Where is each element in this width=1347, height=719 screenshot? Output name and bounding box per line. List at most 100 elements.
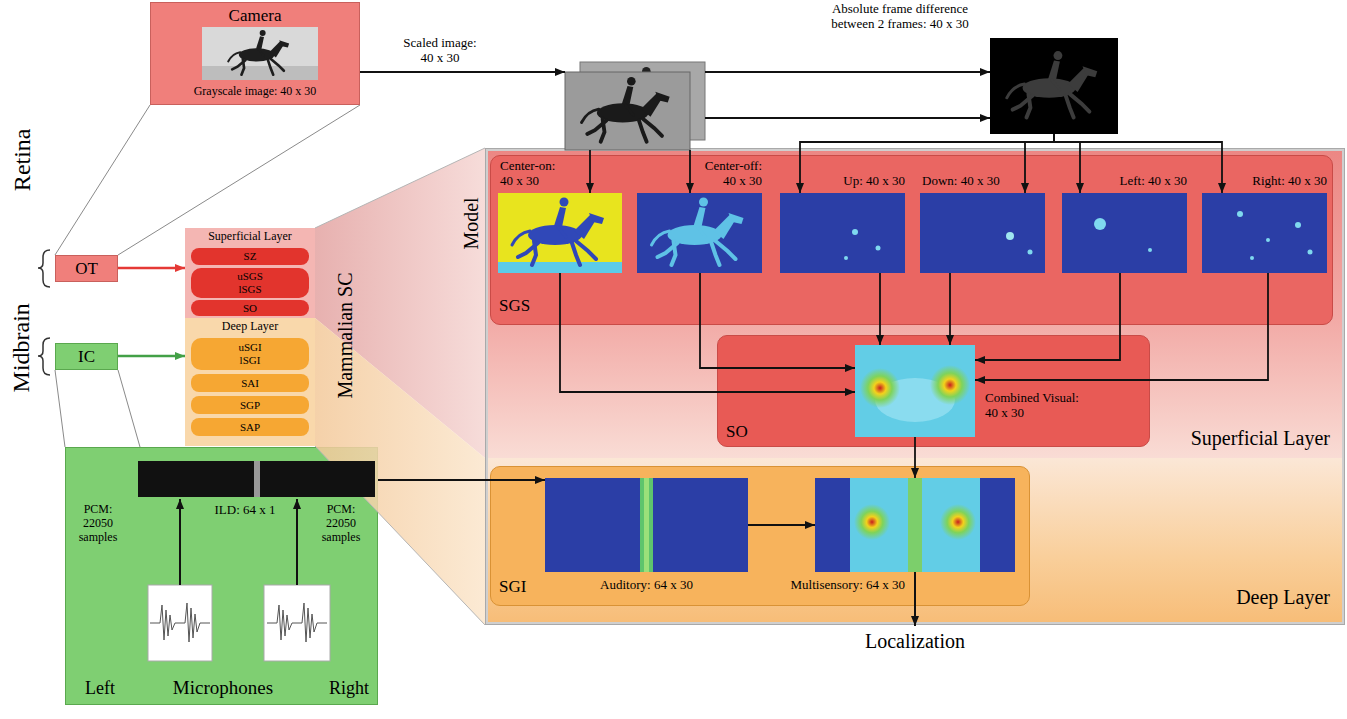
signal-arrow [179, 499, 181, 585]
waveform [267, 603, 327, 642]
text-holder: Combined Visual: 40 x 30 [985, 391, 1089, 421]
text-holder: Mammalian SC [265, 323, 425, 347]
combined-map [855, 345, 975, 437]
region-box: IC [55, 343, 118, 370]
leader-line [118, 370, 140, 447]
text-holder: SGS [499, 296, 559, 316]
zoom-deep [315, 318, 485, 625]
structure-label: Mammalian SC [333, 272, 356, 398]
dark-frame [990, 38, 1118, 134]
activity-dot [844, 256, 848, 260]
feature-map: Auditory: 64 x 30 [545, 478, 748, 572]
lamina-pill: uSGI lSGI [191, 338, 309, 370]
map-field [850, 478, 980, 572]
text-holder: ILD: 64 x 1 [203, 503, 287, 518]
activity-dot [1148, 248, 1152, 252]
ild-peak [254, 461, 260, 497]
box-title: IC [78, 347, 95, 367]
lamina-title: SGS [499, 296, 530, 316]
feature-map: Combined Visual: 40 x 30 [855, 345, 975, 437]
text-holder: SGP [191, 399, 309, 412]
brace [38, 338, 50, 375]
lamina-title: SGI [499, 577, 526, 597]
panel-title: Superficial Layer [208, 230, 292, 244]
signal-arrow [560, 273, 855, 392]
text-holder: Superficial Layer [1158, 427, 1330, 450]
text-holder: SAI [191, 377, 309, 390]
sensor-box: ILD: 64 x 1PCM: 22050 samplesPCM: 22050 … [65, 447, 378, 705]
map-ground [637, 193, 762, 273]
zoom-superficial [315, 148, 485, 458]
signal-label: PCM: 22050 samples [71, 503, 125, 544]
photo-floor [202, 66, 318, 80]
feature-map: Up: 40 x 30 [780, 193, 905, 273]
layer-region: Superficial Layer SGS Center-on: 40 x 30 Ce… [488, 151, 1342, 458]
text-holder: Retina [0, 146, 72, 174]
text-holder: uSGS lSGS [230, 270, 270, 295]
motion-maps [780, 193, 1327, 273]
brace [38, 250, 50, 287]
scaled-frames [565, 62, 705, 150]
leader-line [118, 105, 360, 255]
map-band [644, 478, 649, 572]
output-arrow [914, 572, 916, 626]
feature-map: Center-off: 40 x 30 [637, 193, 762, 273]
map-label: Center-off: 40 x 30 [696, 159, 762, 189]
activity-dot [1006, 232, 1014, 240]
text-holder: Center-on: 40 x 30 [500, 159, 566, 189]
signal-arrow [378, 479, 545, 481]
text-holder: Scaled image: 40 x 30 [399, 36, 481, 66]
heat-blob [940, 504, 976, 540]
text-holder: Midbrain [0, 334, 87, 362]
lamina-name: SO [243, 302, 257, 315]
lamina-name: uSGS lSGS [230, 270, 270, 295]
signal-arrow [800, 134, 1054, 193]
text-holder: Right [323, 678, 375, 699]
map-ground [855, 345, 975, 437]
signal-arrow [296, 499, 298, 585]
brain-region-label: Midbrain [8, 303, 36, 392]
activity-dot [1308, 250, 1313, 255]
lamina-title: SO [726, 422, 748, 442]
text-holder: Down: 40 x 30 [922, 174, 1122, 189]
lamina-name: uSGI lSGI [230, 341, 270, 366]
channel-label: Right [329, 678, 369, 699]
lamina-name: SZ [244, 250, 257, 263]
lamina-pill: SZ [191, 248, 309, 265]
feature-map: Left: 40 x 30 [1062, 193, 1187, 273]
leader-line [55, 105, 150, 255]
lamina-pill: SAI [191, 374, 309, 392]
box-title: Camera [229, 6, 282, 26]
text-holder: Model [436, 211, 506, 235]
signal-label: ILD: 64 x 1 [214, 503, 275, 518]
box-title: Microphones [173, 677, 273, 699]
ild-strip [138, 461, 375, 497]
heat-blob [854, 504, 890, 540]
horse-figure [582, 77, 670, 142]
activity-dot [852, 229, 858, 235]
text-holder: SAP [191, 421, 309, 434]
caption-text: Grayscale image: 40 x 30 [194, 85, 317, 99]
auditory-map [545, 478, 748, 572]
lamina-name: SGP [240, 399, 260, 412]
map-ground [545, 478, 748, 572]
region-box: OT [55, 255, 118, 282]
lamina-panel: SO Combined Visual: 40 x 30 [717, 335, 1150, 447]
text-holder: uSGI lSGI [230, 341, 270, 366]
map-label: Multisensory: 64 x 30 [791, 578, 905, 593]
map-label: Up: 40 x 30 [843, 174, 905, 189]
text-holder: Deep Layer [185, 320, 315, 334]
horse-figure [228, 30, 289, 75]
region-title: Superficial Layer [1191, 427, 1330, 450]
image-frame: Scaled image: 40 x 30 [565, 62, 705, 150]
map-band [640, 478, 653, 572]
image-label: Scaled image: 40 x 30 [399, 36, 481, 66]
map-label: Auditory: 64 x 30 [600, 578, 693, 593]
map-patch [875, 378, 955, 422]
leader-lines [55, 105, 360, 447]
text-holder: SZ [191, 250, 309, 263]
signal-arrow [118, 267, 185, 270]
activity-dot [876, 246, 881, 251]
signal-arrow [705, 117, 990, 119]
